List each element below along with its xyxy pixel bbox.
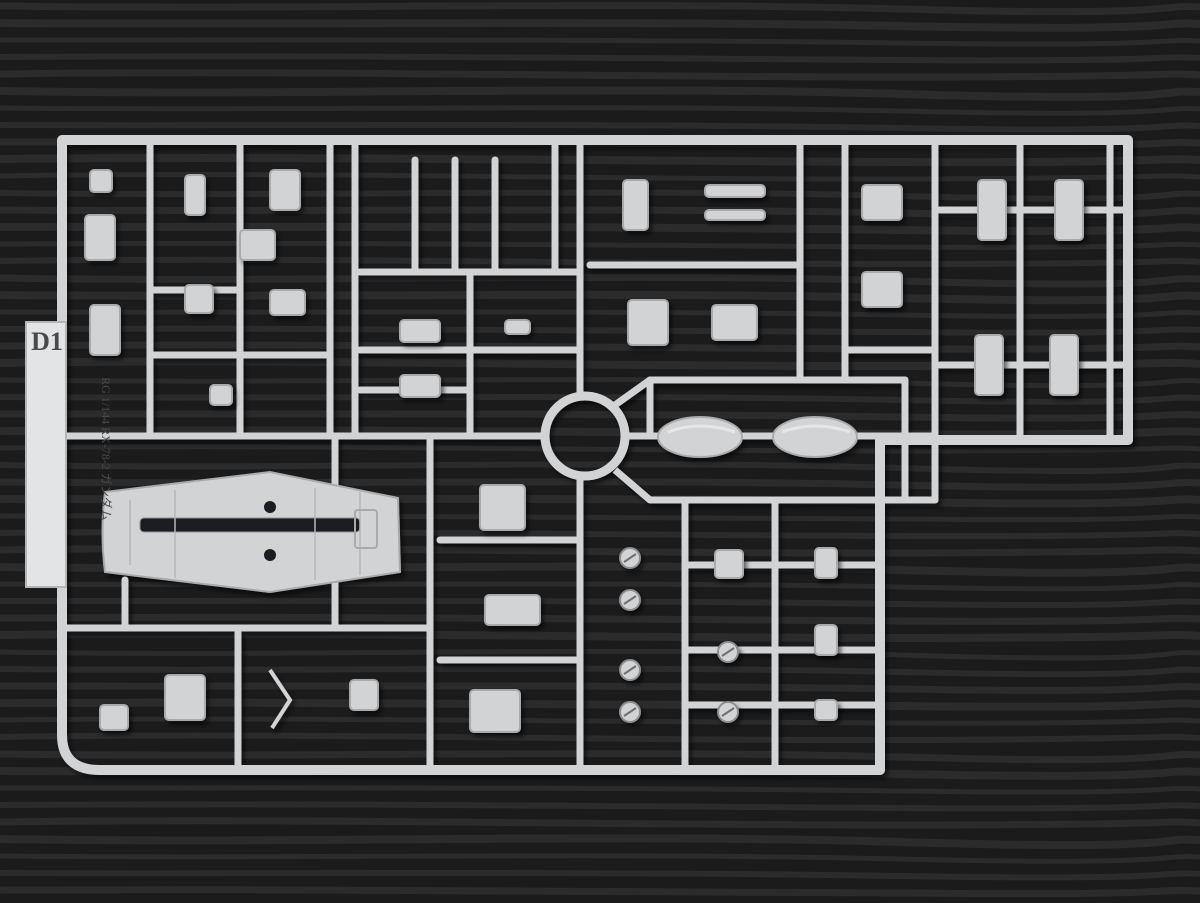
small-parts [84, 169, 1084, 733]
runner-code-label: D1 [31, 327, 63, 356]
runner-tag [25, 321, 67, 588]
runner-frame [57, 135, 1133, 775]
runner-kit-name: RG 1/144 RX-78-2 ガンダム [99, 377, 113, 521]
